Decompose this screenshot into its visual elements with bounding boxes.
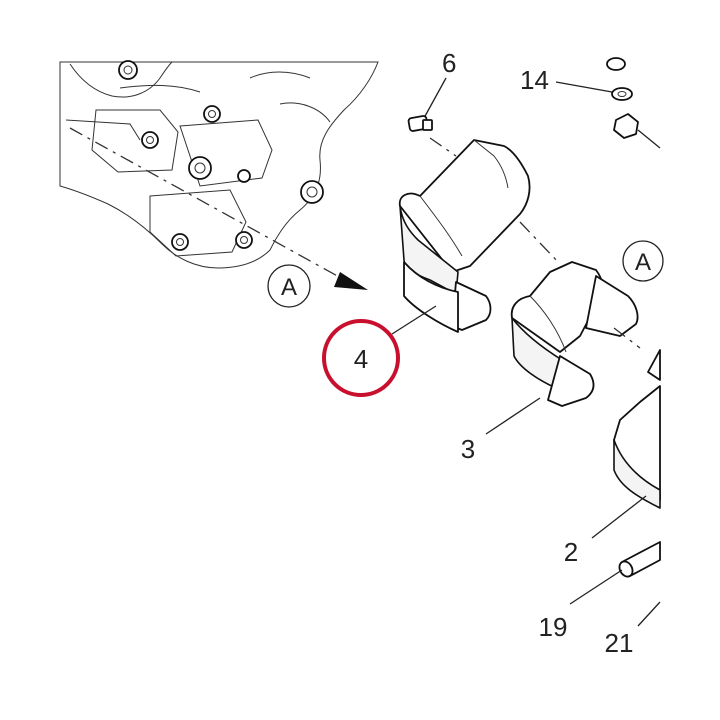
screw-part-6: 6 bbox=[407, 48, 456, 157]
reference-mark-left: A bbox=[267, 264, 311, 308]
assembly-direction-line bbox=[69, 127, 368, 290]
pipe-part-19 bbox=[618, 541, 661, 578]
bolt-heads bbox=[118, 60, 324, 251]
callout-4: 4 bbox=[354, 344, 368, 374]
heat-shield-part-2 bbox=[613, 349, 661, 509]
arrow-head-icon bbox=[334, 272, 368, 290]
highlighted-callout-4[interactable]: 4 bbox=[322, 319, 400, 397]
heat-shield-part-4 bbox=[398, 139, 531, 333]
heat-shield-part-3 bbox=[510, 261, 641, 407]
reference-label-left: A bbox=[281, 274, 297, 301]
callout-2: 2 bbox=[564, 537, 578, 567]
highlight-circle bbox=[322, 319, 400, 397]
washer-part-14: 14 bbox=[520, 57, 661, 149]
callout-14: 14 bbox=[520, 65, 549, 95]
alignment-line-4-3 bbox=[519, 221, 561, 265]
engine-assembly bbox=[59, 60, 379, 269]
callout-6: 6 bbox=[442, 48, 456, 78]
reference-mark-right: A bbox=[622, 240, 664, 282]
callout-21: 21 bbox=[605, 628, 634, 658]
callout-3: 3 bbox=[461, 434, 475, 464]
reference-label-right: A bbox=[635, 249, 651, 276]
leader-lines bbox=[391, 305, 661, 627]
callout-19: 19 bbox=[539, 612, 568, 642]
